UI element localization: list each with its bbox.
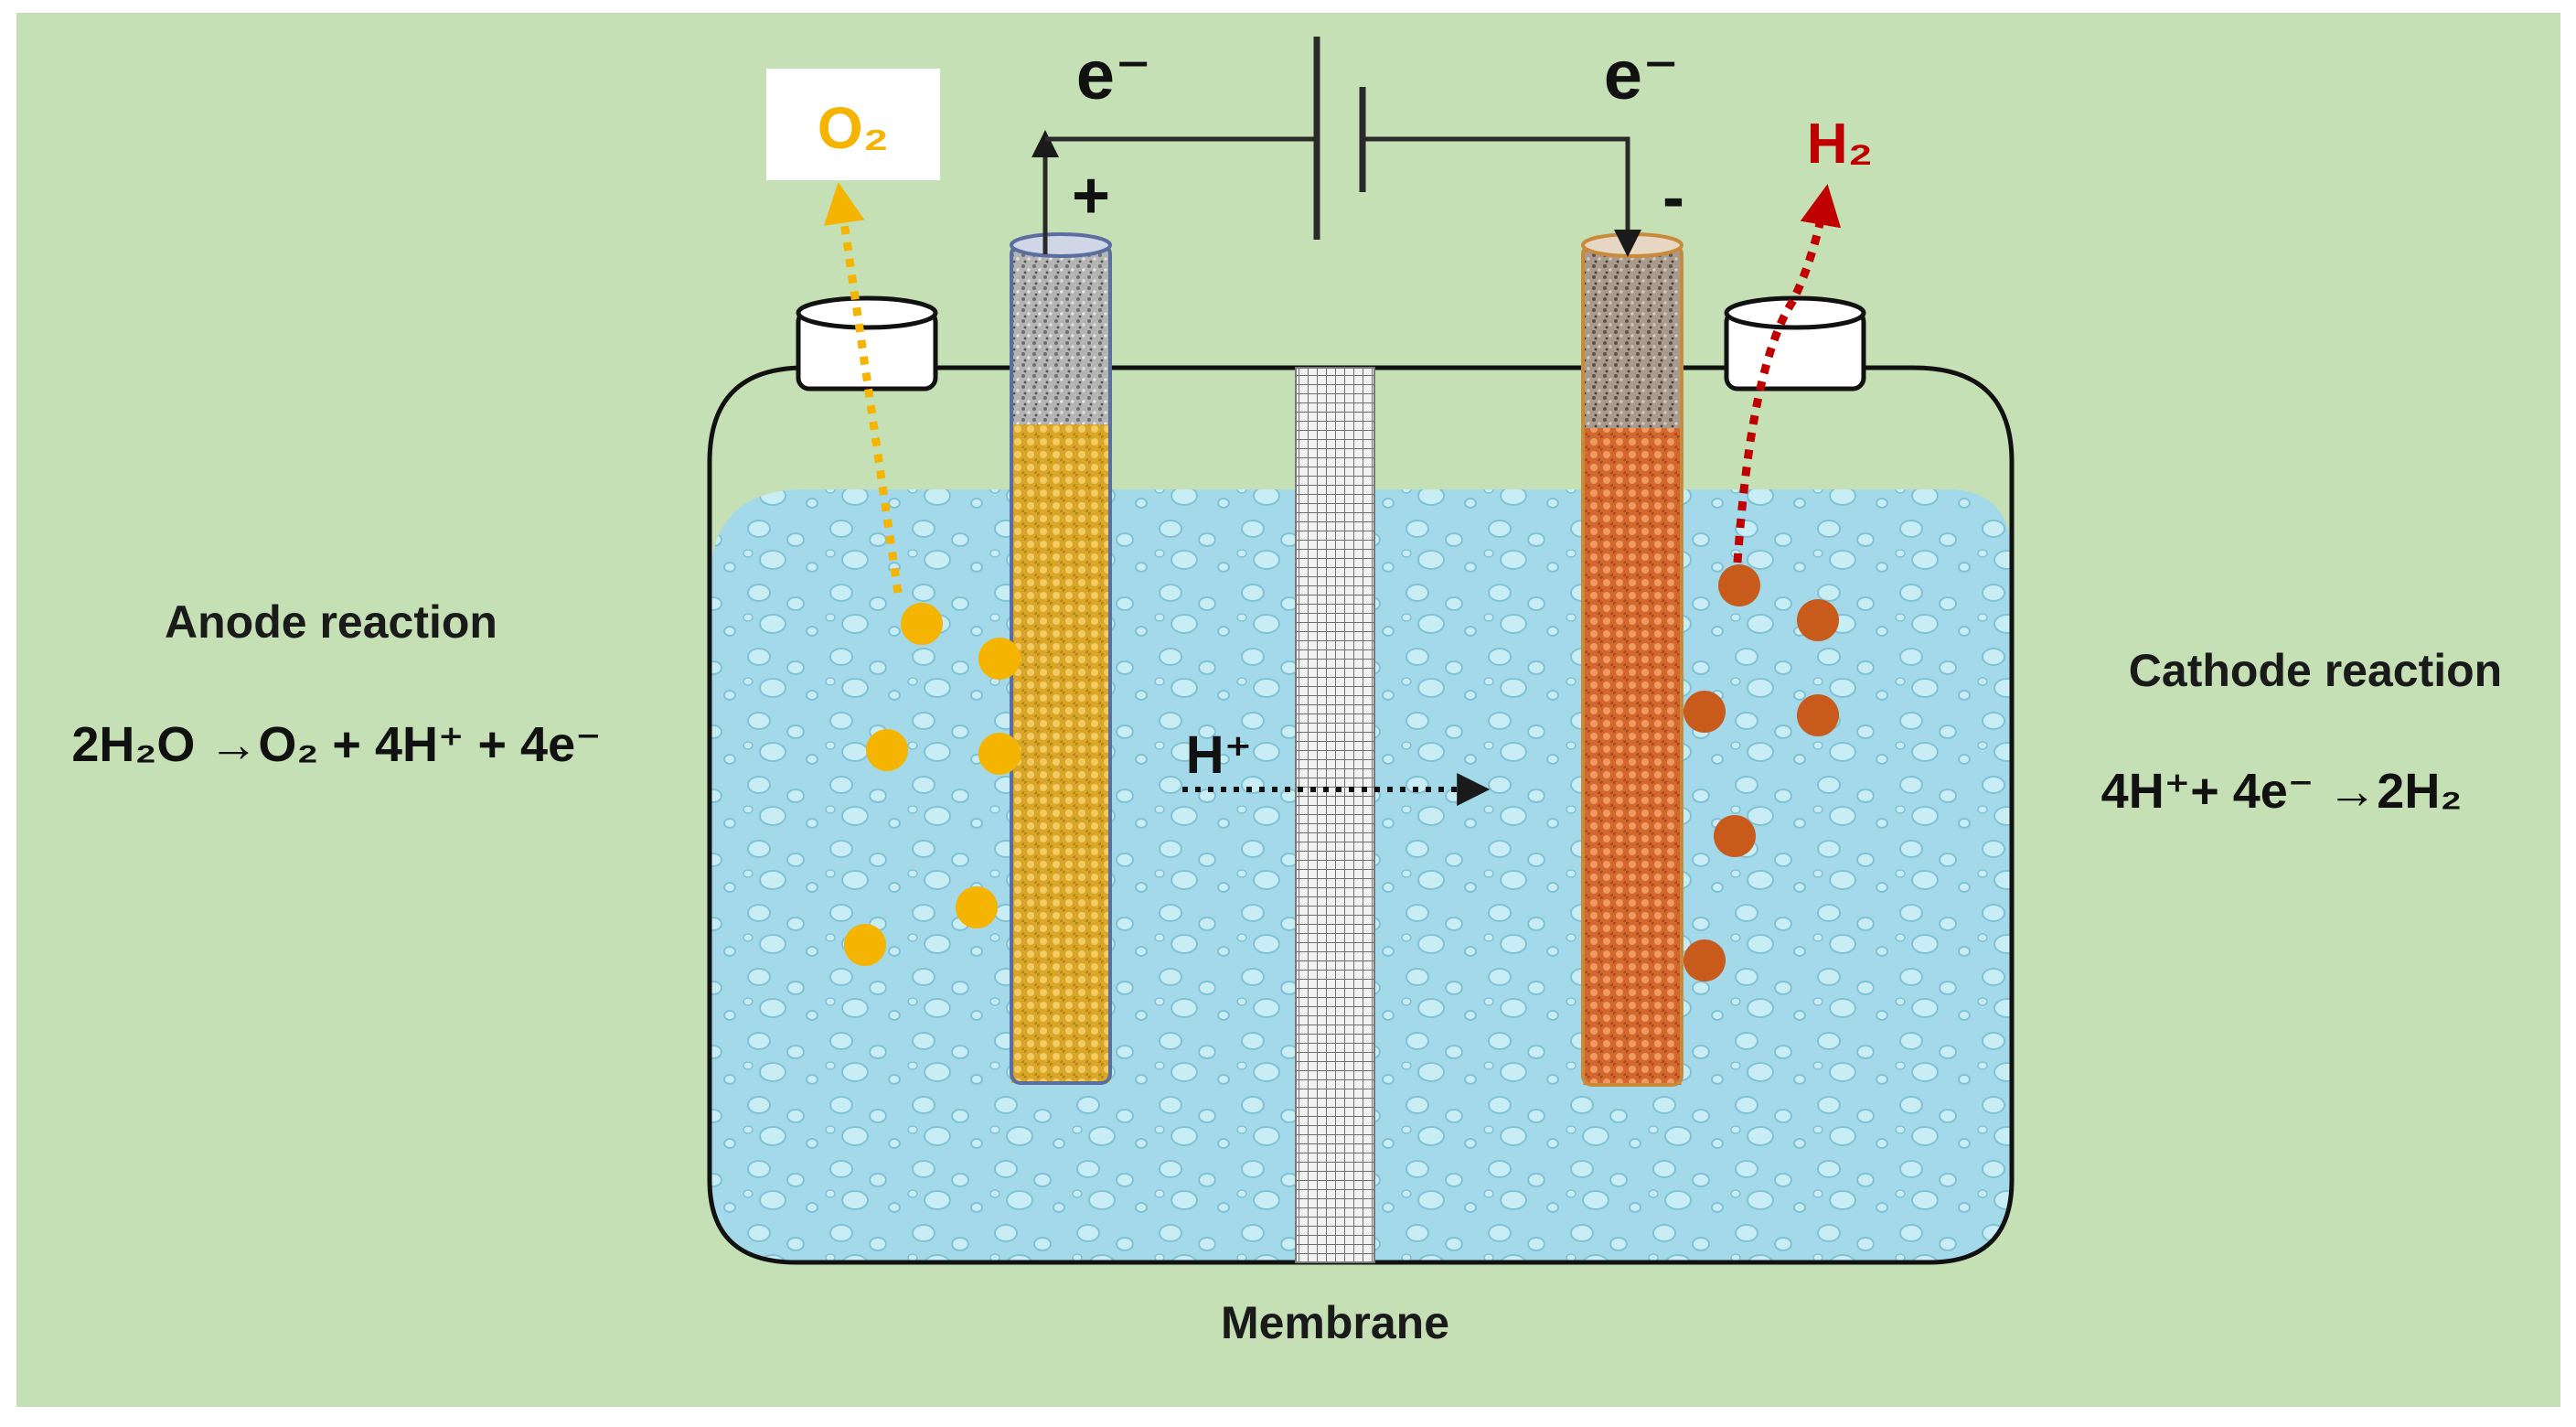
oxygen-bubbles <box>844 603 1021 966</box>
oxygen-bubble <box>978 638 1021 680</box>
hydrogen-bubble <box>1797 599 1839 641</box>
cathode-reaction-equation: 4H⁺+ 4e⁻ →2H₂ <box>2101 764 2463 819</box>
oxygen-bubble <box>866 729 908 771</box>
oxygen-bubble <box>844 924 886 966</box>
membrane <box>1295 367 1375 1263</box>
membrane-label: Membrane <box>1221 1297 1449 1348</box>
hydrogen-bubble <box>1714 815 1756 857</box>
hydrogen-label: H₂ <box>1807 113 1873 176</box>
positive-terminal-sign: + <box>1072 159 1110 232</box>
right-gas-outlet-cap <box>1724 295 1866 392</box>
negative-terminal-sign: - <box>1662 161 1684 234</box>
hydrogen-bubble <box>1683 939 1726 982</box>
battery-icon <box>1313 37 1366 240</box>
external-circuit <box>1031 130 1641 257</box>
left-gas-outlet-cap <box>796 295 938 392</box>
oxygen-flow-arrow <box>823 182 903 594</box>
hydrogen-bubble <box>1683 691 1726 733</box>
oxygen-bubble <box>978 733 1021 775</box>
electron-label-right: e⁻ <box>1604 37 1679 114</box>
anode-reaction-title: Anode reaction <box>165 596 497 648</box>
oxygen-bubble <box>956 886 998 928</box>
hydrogen-bubble <box>1797 694 1839 736</box>
hydrogen-flow-arrow <box>1733 184 1842 563</box>
oxygen-label: O₂ <box>818 95 889 161</box>
anode-electrode <box>1010 232 1112 1085</box>
electron-label-left: e⁻ <box>1076 37 1151 114</box>
cell-container <box>707 365 2015 1265</box>
oxygen-bubble <box>901 603 943 645</box>
anode-reaction-equation: 2H₂O →O₂ + 4H⁺ + 4e⁻ <box>71 717 601 772</box>
oxygen-label-box <box>766 69 940 180</box>
hydrogen-bubble <box>1718 564 1760 606</box>
cathode-electrode <box>1581 232 1683 1087</box>
cathode-reaction-title: Cathode reaction <box>2129 645 2502 696</box>
hydrogen-bubbles <box>1683 564 1839 982</box>
proton-label: H⁺ <box>1186 725 1253 785</box>
